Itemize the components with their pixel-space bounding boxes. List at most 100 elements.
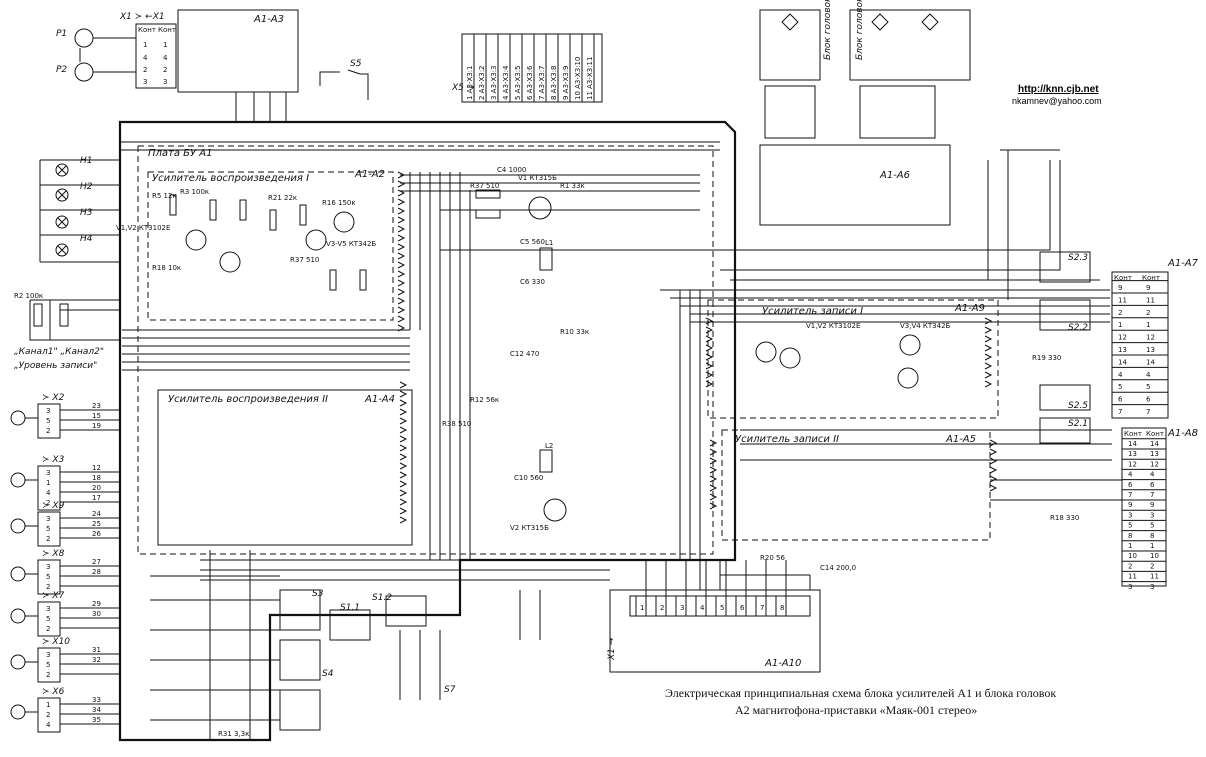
middle-column-components: R37 510 C4 1000 V1 КТ315Б R1 33к R10 33к…	[442, 166, 589, 532]
x5-row: 4 А3-Х3:4	[502, 65, 510, 100]
a1-a6-block: А1-А6	[759, 144, 951, 226]
a1-a7-cell: 7	[1118, 408, 1122, 416]
watermark-url[interactable]: http://knn.cjb.net	[1018, 84, 1099, 95]
svg-text:S3: S3	[312, 589, 324, 599]
svg-text:Конт: Конт	[1124, 430, 1142, 438]
connector-label: ≻ Х3	[42, 455, 65, 465]
svg-text:R3 100к: R3 100к	[180, 188, 209, 196]
connector-pin: 5	[46, 661, 50, 669]
wire-number: 15	[92, 412, 101, 420]
svg-text:R18 330: R18 330	[1050, 514, 1079, 522]
wire-number: 18	[92, 474, 101, 482]
svg-text:R1 33к: R1 33к	[560, 182, 585, 190]
svg-text:L2: L2	[545, 442, 553, 450]
connector-label: ≻ Х9	[42, 501, 65, 511]
connector-label: ≻ Х10	[42, 637, 70, 647]
svg-text:R38 510: R38 510	[442, 420, 471, 428]
svg-text:4: 4	[163, 54, 168, 62]
wire-number: 19	[92, 422, 101, 430]
svg-text:H3: H3	[80, 208, 93, 218]
svg-text:C12 470: C12 470	[510, 350, 539, 358]
connector-pin: 3	[46, 469, 50, 477]
svg-text:2: 2	[143, 66, 147, 74]
wire-number: 35	[92, 716, 101, 724]
a1-a7-cell: 5	[1118, 383, 1122, 391]
a1-a8-cell: 8	[1128, 532, 1132, 540]
wire-number: 34	[92, 706, 101, 714]
jack-icon	[10, 704, 26, 720]
svg-text:S1.2: S1.2	[372, 593, 392, 603]
svg-text:R37 510: R37 510	[470, 182, 499, 190]
svg-text:Конт: Конт	[1142, 274, 1160, 282]
svg-text:3: 3	[163, 78, 167, 86]
a1-a8-cell: 11	[1150, 573, 1159, 581]
connector-pin: 4	[46, 489, 51, 497]
wire-number: 17	[92, 494, 101, 502]
a1-a10-cell: 5	[720, 604, 724, 612]
svg-text:R2 100к: R2 100к	[14, 292, 43, 300]
a1-a8-cell: 13	[1128, 450, 1137, 458]
x5-row: 1 А3-Х3:1	[466, 65, 474, 100]
a1-a10-cell: 4	[700, 604, 705, 612]
wire-number: 28	[92, 568, 101, 576]
svg-text:X1 →: X1 →	[607, 637, 617, 661]
a1-a7-cell: 9	[1146, 284, 1150, 292]
jack-icon	[10, 566, 26, 582]
bottom-switch-bank: S3 S4 S7 S1.1 S1.2 R31 3,3к	[150, 575, 456, 738]
a1-a8-cell: 1	[1128, 542, 1132, 550]
record-amp-2-title: Усилитель записи II	[735, 434, 839, 445]
jack-icon	[10, 654, 26, 670]
svg-text:А1-А10: А1-А10	[764, 658, 801, 669]
connector-pin: 2	[46, 711, 50, 719]
a1-a7-cell: 1	[1146, 321, 1150, 329]
a1-a10-cell: 8	[780, 604, 784, 612]
svg-text:R31 3,3к: R31 3,3к	[218, 730, 249, 738]
record-amp-1-ref: А1-А9	[954, 303, 985, 314]
a1-a8-cell: 10	[1150, 552, 1159, 560]
head-block-group: Блок головок Блок головок	[759, 0, 971, 139]
a1-a7-cell: 14	[1118, 358, 1127, 366]
record-amp-1-block: Усилитель записи I А1-А9	[707, 299, 999, 419]
a1-a6-label: А1-А6	[879, 170, 910, 181]
connector-pin: 2	[46, 583, 50, 591]
a1-a7-cell: 14	[1146, 358, 1155, 366]
connector-label: ≻ Х8	[42, 549, 65, 559]
connector-pin: 4	[46, 721, 51, 729]
a1-a8-cell: 14	[1128, 440, 1137, 448]
record-amp-1-components: V1,V2 КТ3102Е V3,V4 КТ342Б R19 330 R18 3…	[755, 322, 1079, 572]
a1-a8-cell: 7	[1128, 491, 1132, 499]
svg-text:V1,V2 КТ3102Е: V1,V2 КТ3102Е	[116, 224, 170, 232]
svg-text:R12 56к: R12 56к	[470, 396, 499, 404]
record-amp-1-title: Усилитель записи I	[762, 306, 863, 317]
a1-a7-cell: 7	[1146, 408, 1150, 416]
a1-a7-cell: 4	[1146, 371, 1151, 379]
a1-a3-label: А1-А3	[253, 14, 284, 25]
svg-text:X5 →: X5 →	[451, 83, 475, 93]
a1-a8-cell: 6	[1128, 481, 1133, 489]
wire-number: 24	[92, 510, 101, 518]
watermark-email[interactable]: nkamnev@yahoo.com	[1012, 96, 1102, 106]
wire-number: 30	[92, 610, 101, 618]
svg-text:R20 56: R20 56	[760, 554, 785, 562]
svg-text:X1 ≻ ←X1: X1 ≻ ←X1	[119, 12, 165, 22]
svg-text:C5 560: C5 560	[520, 238, 545, 246]
a1-a8-cell: 8	[1150, 532, 1154, 540]
connector-pin: 3	[46, 563, 50, 571]
svg-text:R16 150к: R16 150к	[322, 199, 356, 207]
playback-amp-1-title: Усилитель воспроизведения I	[152, 173, 309, 184]
a1-a7-cell: 9	[1118, 284, 1122, 292]
svg-text:R10 33к: R10 33к	[560, 328, 589, 336]
svg-text:H4: H4	[80, 234, 93, 244]
svg-text:S2.1: S2.1	[1068, 419, 1088, 429]
x5-row: 5 А3-Х3:5	[514, 65, 522, 100]
a1-a7-cell: 2	[1146, 309, 1150, 317]
connector-pin: 5	[46, 615, 50, 623]
right-switches: S2.3 S2.2 S2.5 S2.1	[1039, 251, 1091, 444]
a1-a8-cell: 4	[1128, 471, 1133, 479]
a1-a7-cell: 12	[1118, 334, 1127, 342]
connector-pin: 3	[46, 407, 50, 415]
svg-text:H1: H1	[80, 156, 93, 166]
a1-a7-cell: 2	[1118, 309, 1122, 317]
a1-a8-cell: 3	[1150, 583, 1154, 591]
